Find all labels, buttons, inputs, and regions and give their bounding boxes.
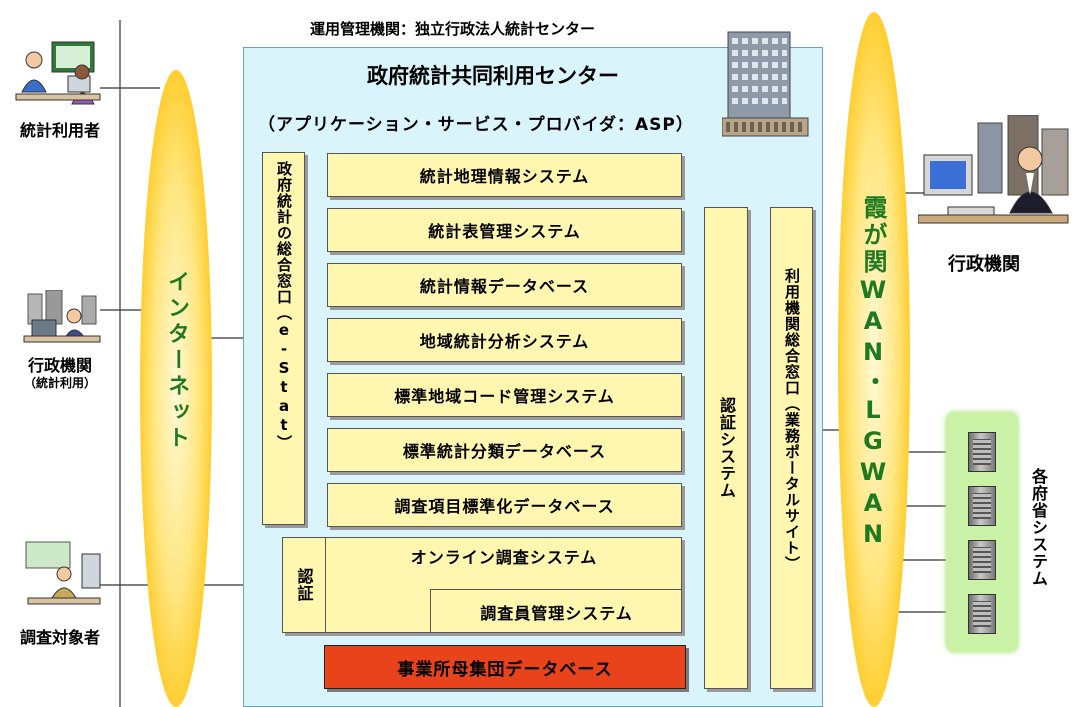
portal-box: 利用機関総合窓口（業務ポータルサイト） [770,207,813,689]
server-icon [968,486,996,526]
respondents-label: 調査対象者 [19,628,100,647]
estat-window: 政府統計の総合窓口（e-Stat） [262,152,305,525]
building-icon [721,30,810,138]
auth-system-label: 認証システム [717,397,736,499]
internet-cloud [140,70,212,707]
portal-label: 利用機関総合窓口（業務ポータルサイト） [783,268,801,572]
estat-window-label: 政府統計の総合窓口（e-Stat） [275,161,293,451]
stat-user-icon [12,38,104,112]
auth-system-box: 認証システム [704,207,748,689]
right-gov-label: 行政機関 [948,254,1020,275]
internet-label: インターネット [164,270,189,452]
wan-label: 霞が関WAN・LGWAN [859,195,887,551]
database-box: 事業所母集団データベース [324,645,686,689]
online-survey-label: オンライン調査システム [410,548,598,567]
system-box: 統計情報データベース [327,263,682,307]
server-icon [968,432,996,472]
system-box: 統計表管理システム [327,208,682,252]
gov-users-label: 行政機関 [27,356,92,375]
staff-system-box: 調査員管理システム [430,589,682,633]
server-icon [968,540,996,580]
operator-label: 運用管理機関：独立行政法人統計センター [310,20,596,38]
respondent-icon [24,540,104,610]
system-box: 地域統計分析システム [327,318,682,362]
wan-cloud [838,12,910,707]
system-box: 標準地域コード管理システム [327,373,682,417]
center-title: 政府統計共同利用センター [367,64,619,88]
center-subtitle: （アプリケーション・サービス・プロバイダ：ASP） [258,115,694,135]
server-icon [968,594,996,634]
gov-user-icon [20,289,104,346]
gov-office-icon [917,114,1088,240]
online-auth-label: 認証 [294,568,314,602]
online-auth-box: 認証 [282,537,326,633]
ministry-systems-label: 各府省システム [1029,468,1048,587]
system-box: 調査項目標準化データベース [327,483,682,527]
stat-users-label: 統計利用者 [19,121,100,140]
gov-users-sublabel: （統計利用） [23,376,96,390]
ministry-systems-box: 各府省システム [1029,468,1048,591]
system-box: 統計地理情報システム [327,153,682,197]
online-survey-group [282,537,682,633]
system-box: 標準統計分類データベース [327,428,682,472]
